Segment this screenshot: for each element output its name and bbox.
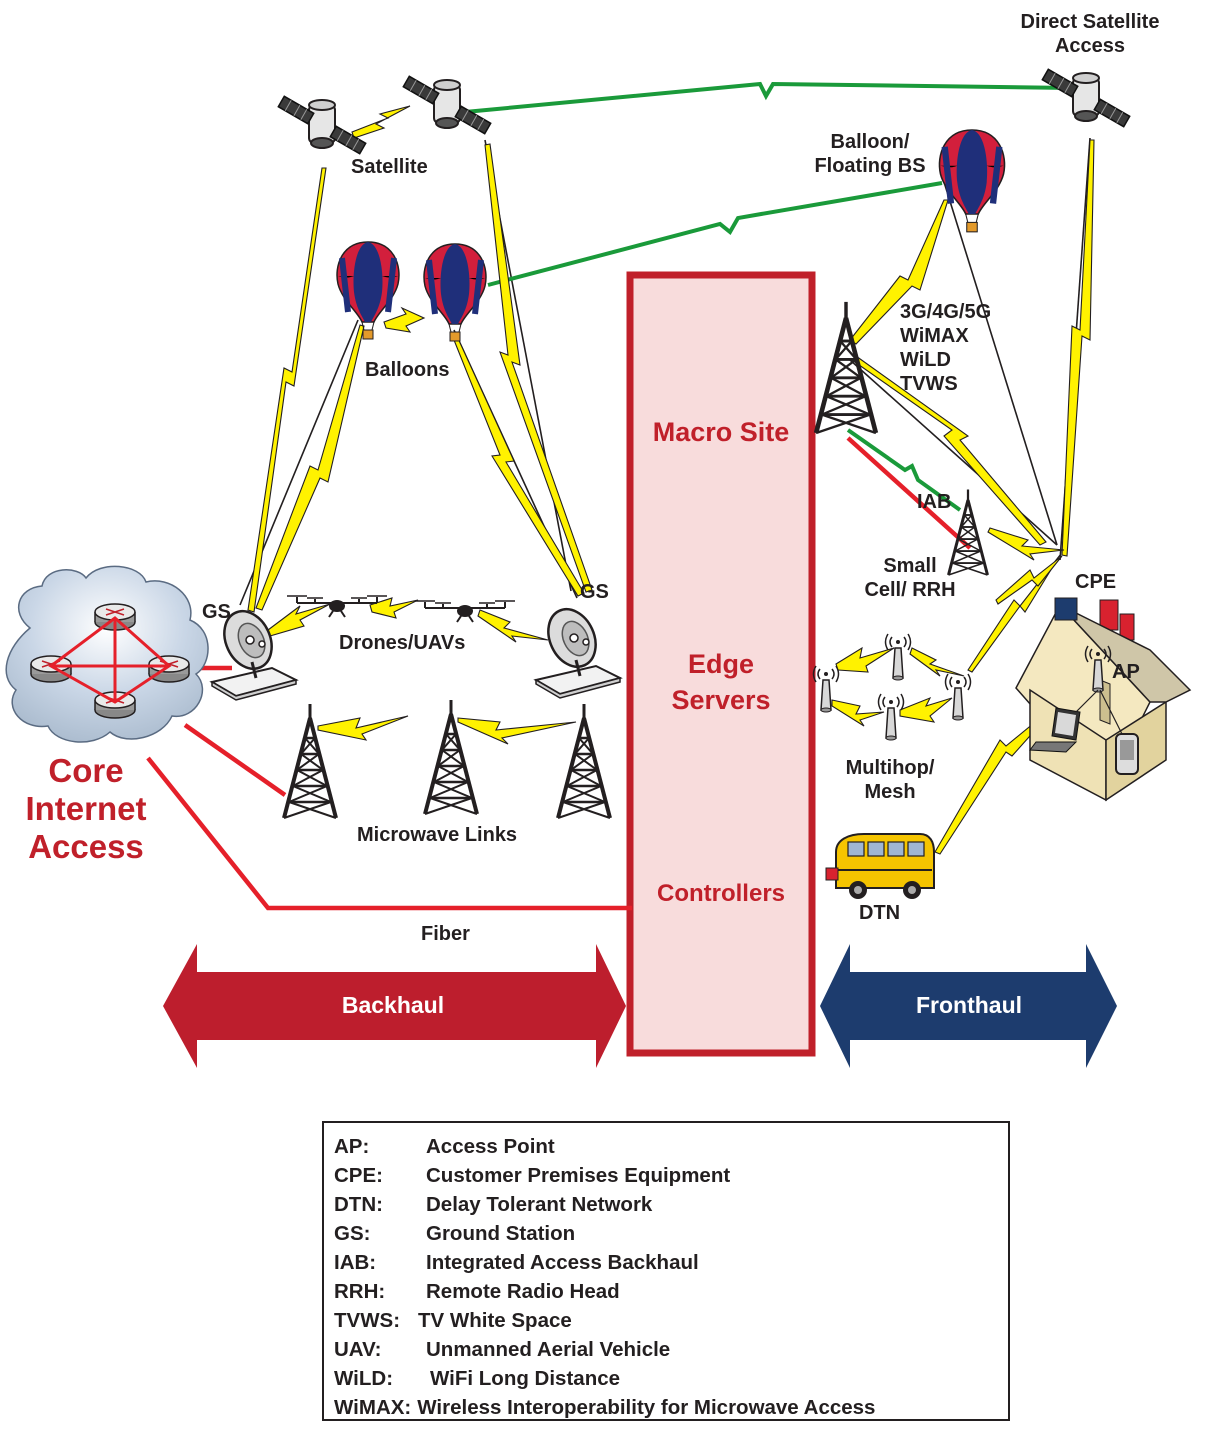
antenna-icon	[944, 673, 972, 721]
cpe-label: CPE	[1075, 571, 1117, 593]
gs-left-label: GS	[202, 601, 231, 623]
legend-row: UAV: Unmanned Aerial Vehicle	[334, 1338, 670, 1362]
multihop-label: Multihop/ Mesh	[830, 756, 950, 804]
direct-satellite-label: Direct Satellite Access	[1000, 10, 1180, 58]
legend-box: AP: Access Point CPE: Customer Premises Eq…	[322, 1121, 1010, 1421]
macro-site-label: Macro Site	[652, 417, 790, 447]
bus-icon	[825, 833, 935, 899]
legend-value: Delay Tolerant Network	[426, 1193, 653, 1216]
legend-value: Ground Station	[426, 1222, 576, 1245]
small-cell-text: Small Cell/ RRH	[864, 555, 956, 601]
legend-key: AP:	[334, 1135, 370, 1158]
legend-row: AP: Access Point	[334, 1135, 555, 1159]
gs-right-label: GS	[580, 581, 609, 603]
legend-value: WiFi Long Distance	[430, 1367, 621, 1390]
edge-servers-label: Edge Servers	[630, 646, 812, 718]
direct-satellite-text: Direct Satellite Access	[1020, 11, 1160, 57]
satellite-icon	[402, 75, 492, 135]
balloon-bs-text: Balloon/ Floating BS	[814, 131, 926, 177]
legend-key: CPE:	[334, 1164, 383, 1187]
antenna-icon	[877, 693, 905, 741]
legend-value: Access Point	[426, 1135, 555, 1158]
small-cell-label: Small Cell/ RRH	[845, 554, 975, 602]
legend-row: RRH: Remote Radio Head	[334, 1280, 620, 1304]
tower-icon	[423, 698, 479, 816]
controllers-label: Controllers	[656, 880, 785, 907]
core-internet-text: Core Internet Access	[25, 752, 147, 865]
green-link-sat	[464, 81, 1074, 114]
legend-key: WiMAX:	[334, 1396, 412, 1419]
antenna-icon	[884, 633, 912, 681]
legend-row: CPE: Customer Premises Equipment	[334, 1164, 730, 1188]
iab-label: IAB	[917, 491, 952, 513]
balloons-label: Balloons	[365, 359, 450, 381]
wireless-links	[247, 105, 1095, 855]
phone-icon	[1115, 733, 1139, 775]
legend-value: Integrated Access Backhaul	[426, 1251, 699, 1274]
legend-key: TVWS:	[334, 1309, 401, 1332]
backhaul-arrow	[163, 944, 626, 1068]
legend-value: TV White Space	[418, 1309, 572, 1332]
drones-label: Drones/UAVs	[339, 632, 466, 654]
legend-row: WiMAX:Wireless Interoperability for Micr…	[334, 1396, 875, 1420]
house-icon	[1015, 597, 1192, 802]
backhaul-label: Backhaul	[341, 992, 445, 1018]
tech-list-text: 3G/4G/5G WiMAX WiLD TVWS	[900, 301, 992, 395]
satellite-label: Satellite	[351, 156, 428, 178]
tower-icon	[556, 702, 612, 820]
satellite-icon	[1041, 68, 1131, 128]
fronthaul-label: Fronthaul	[915, 992, 1023, 1018]
tech-list-label: 3G/4G/5G WiMAX WiLD TVWS	[900, 300, 991, 396]
legend-row: GS: Ground Station	[334, 1222, 575, 1246]
green-link-iab	[846, 428, 962, 512]
legend-value: Customer Premises Equipment	[426, 1164, 731, 1187]
ap-label: AP	[1112, 661, 1140, 683]
microwave-label: Microwave Links	[357, 824, 518, 846]
legend-value: Wireless Interoperability for Microwave …	[417, 1396, 876, 1419]
core-internet-label: Core Internet Access	[6, 752, 166, 866]
legend-key: RRH:	[334, 1280, 386, 1303]
balloon-icon	[424, 244, 486, 341]
dtn-label: DTN	[859, 902, 901, 924]
legend-key: DTN:	[334, 1193, 383, 1216]
legend-value: Unmanned Aerial Vehicle	[426, 1338, 671, 1361]
legend-row: DTN: Delay Tolerant Network	[334, 1193, 652, 1217]
satellite-icon	[277, 95, 367, 155]
balloon-bs-label: Balloon/ Floating BS	[800, 130, 940, 178]
dish-icon	[534, 600, 622, 700]
edge-servers-text: Edge Servers	[671, 649, 771, 715]
legend-row: WiLD: WiFi Long Distance	[334, 1367, 620, 1391]
legend-row: TVWS: TV White Space	[334, 1309, 572, 1333]
green-link-balloon	[487, 181, 943, 287]
balloon-icon	[939, 130, 1004, 232]
legend-value: Remote Radio Head	[426, 1280, 620, 1303]
multihop-text: Multihop/ Mesh	[845, 757, 935, 803]
fiber-lines	[146, 436, 972, 911]
legend-row: IAB: Integrated Access Backhaul	[334, 1251, 699, 1275]
fiber-label: Fiber	[421, 923, 470, 945]
legend-key: GS:	[334, 1222, 371, 1245]
macro-site-box	[626, 271, 816, 1057]
legend-key: WiLD:	[334, 1367, 394, 1390]
fronthaul-arrow	[820, 944, 1117, 1068]
tower-icon	[282, 702, 338, 820]
core-cloud	[5, 565, 209, 743]
legend-key: IAB:	[334, 1251, 377, 1274]
laptop-icon	[1029, 707, 1081, 753]
legend-key: UAV:	[334, 1338, 382, 1361]
